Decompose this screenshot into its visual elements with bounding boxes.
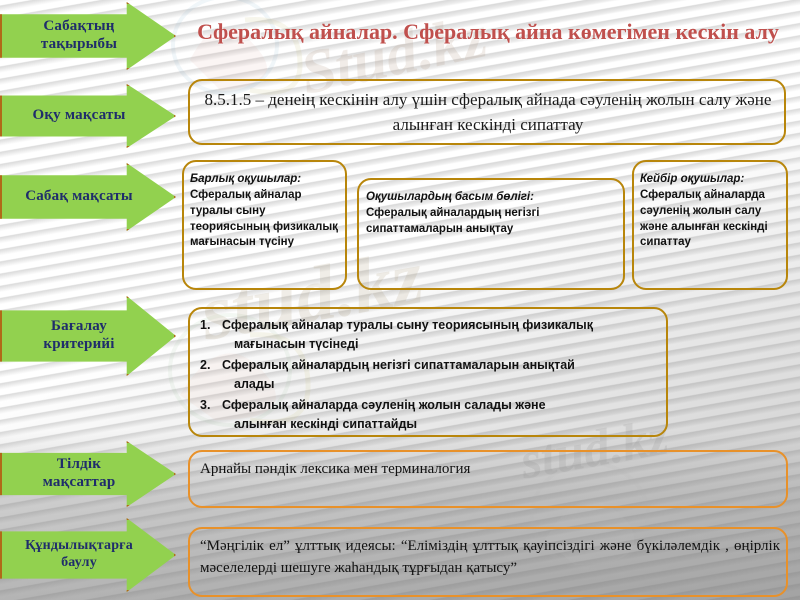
goal-column-1-header: Барлық оқушылар: <box>190 173 302 185</box>
arrow-lesson-goal-line1: Сабақ мақсаты <box>25 188 133 205</box>
criteria-item-2-cont: алады <box>234 377 275 392</box>
goal-column-box-2 <box>357 178 625 290</box>
arrow-values-line1: Құндылықтарға <box>25 538 133 554</box>
objective-text: 8.5.1.5 – денеің кескінін алу үшін сфера… <box>204 90 772 134</box>
arrow-learning-objective-line1: Оқу мақсаты <box>32 107 126 124</box>
goal-column-2-body: Сфералық айналардың негізгі сипаттамалар… <box>366 206 540 235</box>
goal-column-1-body: Сфералық айналар туралы сыну теориясының… <box>190 188 338 249</box>
goal-column-1: Барлық оқушылар: Сфералық айналар туралы… <box>190 172 340 251</box>
arrow-assessment-line2: критерийі <box>43 336 115 352</box>
language-goals-text: Арнайы пәндік лексика мен терминалогия <box>200 461 471 477</box>
criteria-item-3-text: Сфералық айналарда сәуленің жолын салады… <box>222 397 546 412</box>
arrow-language-line2: мақсаттар <box>42 474 116 490</box>
criteria-item-1-number: 1. <box>200 318 211 332</box>
arrow-assessment-line1: Бағалау <box>51 318 107 335</box>
values-text: “Мәңгілік ел” ұлттық идеясы: “Еліміздің … <box>200 538 780 576</box>
goal-column-3-header: Кейбір оқушылар: <box>640 173 745 185</box>
values-box <box>188 527 788 597</box>
criteria-box <box>188 307 668 437</box>
objective-box <box>188 79 786 145</box>
arrow-label-learning-objective: Оқу мақсаты <box>0 84 176 148</box>
arrow-label-assessment-criteria: Бағалау критерийі <box>0 296 176 376</box>
criteria-list: 1. Сфералық айналар туралы сыну теориясы… <box>200 316 650 435</box>
arrow-label-language-goals: Тілдік мақсаттар <box>0 441 176 507</box>
criteria-item-3: 3. Сфералық айналарда сәуленің жолын сал… <box>200 396 650 435</box>
criteria-item-2-number: 2. <box>200 357 211 372</box>
goal-column-3: Кейбір оқушылар: Сфералық айналарда сәул… <box>640 172 782 251</box>
goal-column-box-3 <box>632 160 788 290</box>
goal-column-2: Оқушылардың басым бөлігі: Сфералық айнал… <box>366 190 616 238</box>
criteria-item-3-cont: алынған кескінді сипаттайды <box>234 416 418 431</box>
language-goals-box <box>188 450 788 508</box>
arrow-language-line1: Тілдік <box>56 456 102 473</box>
goal-column-3-body: Сфералық айналарда сәуленің жолын салу ж… <box>640 188 768 249</box>
goal-column-2-header: Оқушылардың басым бөлігі: <box>366 191 534 203</box>
arrow-lesson-topic-line2: тақырыбы <box>40 36 118 52</box>
goal-column-box-1 <box>182 160 347 290</box>
criteria-item-1-cont: мағынасын түсінеді <box>234 337 359 352</box>
criteria-item-2-text: Сфералық айналардың негізгі сипаттамалар… <box>222 357 575 372</box>
criteria-item-1-text: Сфералық айналар туралы сыну теориясының… <box>222 318 593 332</box>
criteria-item-1: 1. Сфералық айналар туралы сыну теориясы… <box>200 316 650 355</box>
arrow-lesson-topic-line1: Сабақтың <box>43 18 115 35</box>
arrow-label-lesson-topic: Сабақтың тақырыбы <box>0 2 176 70</box>
arrow-label-lesson-goal: Сабақ мақсаты <box>0 163 176 231</box>
criteria-item-2: 2. Сфералық айналардың негізгі сипаттама… <box>200 356 650 395</box>
arrow-values-line2: баулу <box>61 555 97 570</box>
criteria-item-3-number: 3. <box>200 397 211 412</box>
arrow-label-values-education: Құндылықтарға баулу <box>0 518 176 592</box>
slide-title: Сфералық айналар. Сфералық айна көмегіме… <box>197 19 779 44</box>
